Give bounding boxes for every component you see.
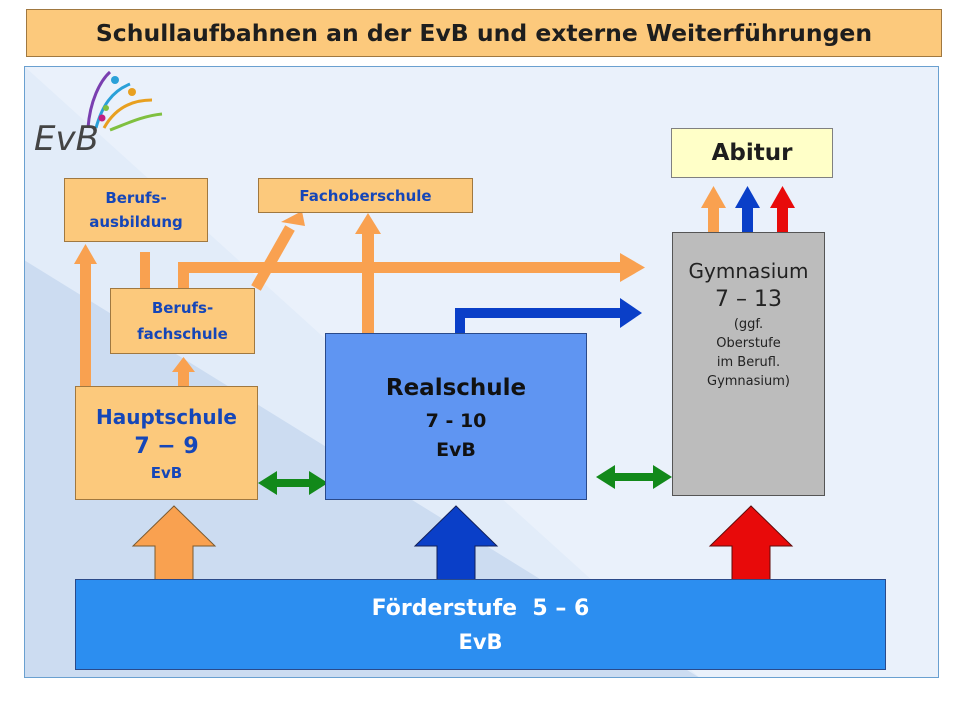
arrow-realschule-gymnasium [455, 298, 642, 334]
box-gymnasium: Gymnasium 7 – 13 (ggf. Oberstufe im Beru… [672, 232, 825, 496]
arrow-hauptschule-berufsausbildung [74, 244, 97, 388]
evb-logo: EvB [34, 70, 163, 156]
arrow-foerderstufe-realschule [413, 505, 499, 581]
arrow-hauptschule-realschule-exchange [258, 471, 328, 495]
title-bar: Schullaufbahnen an der EvB und externe W… [26, 9, 942, 57]
arrow-foerderstufe-gymnasium [708, 505, 794, 581]
page-title: Schullaufbahnen an der EvB und externe W… [95, 19, 873, 47]
diagram-panel [24, 66, 939, 678]
arrow-berufsfachschule-berufsausbildung [140, 252, 150, 288]
arrow-gymnasium-abitur-orange [701, 186, 726, 232]
arrow-realschule-gymnasium-exchange [596, 465, 672, 489]
arrow-gymnasium-abitur-red [770, 186, 795, 232]
box-berufsausbildung: Berufs- ausbildung [64, 178, 208, 242]
box-abitur: Abitur [671, 128, 833, 178]
arrow-foerderstufe-hauptschule [131, 505, 217, 581]
box-foerderstufe: Förderstufe 5 – 6 EvB [75, 579, 886, 670]
arrow-realschule-fachoberschule [355, 213, 381, 334]
box-fachoberschule: Fachoberschule [258, 178, 473, 213]
svg-text:EvB: EvB [34, 119, 99, 156]
arrow-hauptschule-berufsfachschule [172, 357, 195, 388]
arrow-gymnasium-abitur-blue [735, 186, 760, 232]
arrow-berufsfachschule-fachoberschule [251, 211, 305, 291]
box-realschule: Realschule 7 - 10 EvB [325, 333, 587, 500]
arrow-berufsfachschule-gymnasium [178, 253, 645, 290]
box-berufsfachschule: Berufs- fachschule [110, 288, 255, 354]
box-hauptschule: Hauptschule 7 − 9 EvB [75, 386, 258, 500]
